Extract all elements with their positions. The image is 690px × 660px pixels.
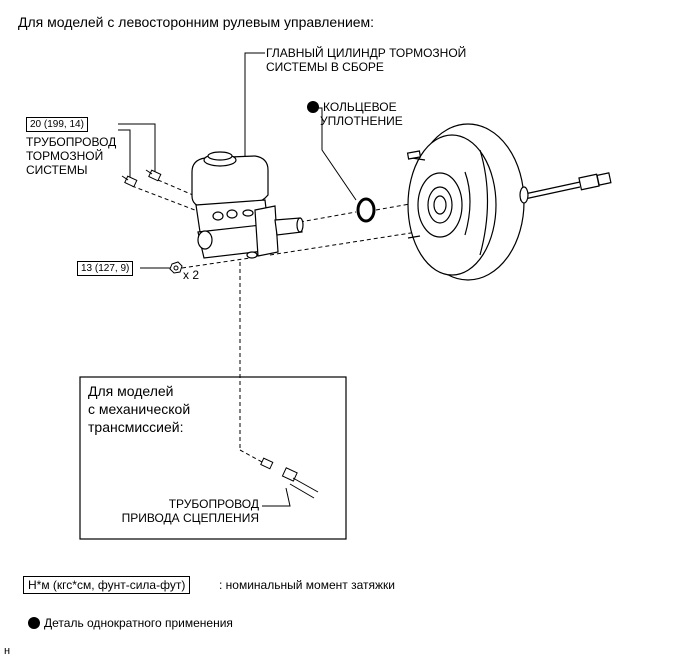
- inset-title: Для моделей с механической трансмиссией:: [88, 382, 190, 437]
- inset-title-line1: Для моделей: [88, 383, 174, 399]
- callout-leaders: [118, 52, 357, 507]
- inset-title-line2: с механической: [88, 401, 191, 418]
- brake-line-torque: 20 (199, 14): [26, 117, 88, 132]
- master-cylinder-label-line2: СИСТЕМЫ В СБОРЕ: [266, 59, 384, 74]
- footer-mark: н: [4, 645, 11, 657]
- nut: [169, 261, 183, 274]
- master-cylinder: [191, 151, 304, 259]
- page-title: Для моделей с левосторонним рулевым упра…: [18, 14, 375, 30]
- o-ring-label: КОЛЬЦЕВОЕ УПЛОТНЕНИЕ: [307, 100, 403, 129]
- o-ring: [356, 197, 376, 223]
- clutch-line-label: ТРУБОПРОВОД ПРИВОДА СЦЕПЛЕНИЯ: [103, 497, 259, 526]
- inset-title-line3: трансмиссией:: [88, 419, 184, 436]
- legend-unit-desc: : номинальный момент затяжки: [219, 578, 395, 592]
- brake-line-label: ТРУБОПРОВОД ТОРМОЗНОЙ СИСТЕМЫ: [26, 135, 117, 177]
- brake-line-label-line3: СИСТЕМЫ: [26, 162, 88, 177]
- legend-single-use: Деталь однократного применения: [28, 616, 233, 631]
- brake-line-label-line2: ТОРМОЗНОЙ: [26, 148, 104, 163]
- legend-unit-box: Н*м (кгс*см, фунт-сила-фут): [23, 576, 191, 594]
- legend-single-use-text: Деталь однократного применения: [44, 616, 233, 630]
- nut-quantity: x 2: [183, 268, 200, 282]
- brake-booster: [406, 123, 612, 281]
- nut-torque: 13 (127, 9): [77, 261, 134, 276]
- clutch-line-label-line1: ТРУБОПРОВОД: [168, 497, 259, 511]
- inset-box: [79, 376, 347, 540]
- brake-line-label-line1: ТРУБОПРОВОД: [26, 135, 117, 149]
- clutch-line-label-line2: ПРИВОДА СЦЕПЛЕНИЯ: [121, 510, 259, 525]
- master-cylinder-label: ГЛАВНЫЙ ЦИЛИНДР ТОРМОЗНОЙ СИСТЕМЫ В СБОР…: [266, 46, 467, 75]
- brake-line-fittings: [121, 169, 162, 188]
- clutch-line-fitting: [260, 457, 319, 499]
- single-use-legend-icon: [28, 617, 40, 629]
- o-ring-label-line1: КОЛЬЦЕВОЕ: [323, 100, 397, 114]
- o-ring-label-line2: УПЛОТНЕНИЕ: [320, 113, 403, 128]
- master-cylinder-label-line1: ГЛАВНЫЙ ЦИЛИНДР ТОРМОЗНОЙ: [266, 46, 467, 60]
- single-use-icon: [307, 101, 319, 113]
